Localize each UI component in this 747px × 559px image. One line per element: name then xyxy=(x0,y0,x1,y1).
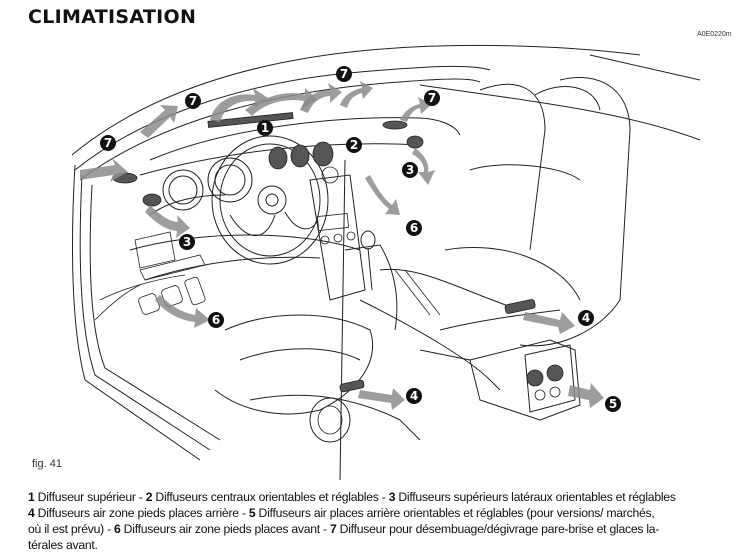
caption-item-number: 4 xyxy=(28,506,35,520)
caption-item-number: 5 xyxy=(248,506,256,520)
caption-item-number: 3 xyxy=(388,490,396,504)
callout-3: 3 xyxy=(402,162,418,178)
airflow-arrow xyxy=(568,383,604,408)
central-vents xyxy=(268,141,334,170)
svg-text:6: 6 xyxy=(410,221,418,235)
caption-item-number: 1 xyxy=(28,490,35,504)
airflow-arrow xyxy=(245,88,318,116)
airflow-arrow xyxy=(300,83,342,113)
airflow-arrow xyxy=(210,88,268,122)
caption-item-number: 6 xyxy=(114,522,121,536)
callout-6: 6 xyxy=(406,220,422,236)
svg-text:3: 3 xyxy=(183,235,191,249)
front-passenger-seat xyxy=(419,54,701,347)
svg-text:2: 2 xyxy=(350,138,358,152)
caption-item-text: Diffuseurs centraux orientables et régla… xyxy=(152,490,389,504)
caption-line: où il est prévu) - 6 Diffuseurs air zone… xyxy=(28,521,740,537)
airflow-arrow xyxy=(80,158,128,182)
callout-7: 7 xyxy=(185,93,201,109)
caption-line: térales avant. xyxy=(28,537,740,553)
side-vent-left xyxy=(142,193,162,207)
callout-4: 4 xyxy=(578,310,594,326)
svg-text:1: 1 xyxy=(261,121,269,135)
svg-text:5: 5 xyxy=(609,397,617,411)
callout-7: 7 xyxy=(100,135,116,151)
callout-7: 7 xyxy=(424,90,440,106)
airflow-arrow xyxy=(523,312,575,334)
svg-text:7: 7 xyxy=(428,91,436,105)
callout-6: 6 xyxy=(208,312,224,328)
svg-text:6: 6 xyxy=(212,313,220,327)
caption-item-text: Diffuseurs supérieurs latéraux orientabl… xyxy=(395,490,676,504)
dashboard-lines xyxy=(129,117,461,281)
caption-item-text: Diffuseur pour désembuage/dégivrage pare… xyxy=(336,522,660,536)
svg-text:4: 4 xyxy=(582,311,590,325)
caption-item-number: 7 xyxy=(330,522,337,536)
driver-seat xyxy=(214,159,421,480)
rear-console xyxy=(339,299,581,421)
side-vent-right xyxy=(406,135,424,149)
caption-line: 1 Diffuseur supérieur - 2 Diffuseurs cen… xyxy=(28,489,740,505)
caption-item-text: Diffuseurs air zone pieds places arrière… xyxy=(34,506,249,520)
airflow-arrow xyxy=(140,105,178,138)
svg-text:7: 7 xyxy=(104,136,112,150)
airflow-arrow xyxy=(400,97,432,122)
upper-diffuser-vent xyxy=(207,112,294,128)
page-title: CLIMATISATION xyxy=(28,6,197,28)
airflow-arrow xyxy=(155,295,210,328)
demist-vent-right xyxy=(382,120,408,130)
svg-text:7: 7 xyxy=(189,94,197,108)
caption-item-text: Diffuseurs air places arrière orientable… xyxy=(255,506,655,520)
svg-text:4: 4 xyxy=(410,389,418,403)
center-console xyxy=(309,166,521,391)
figure-label: fig. 41 xyxy=(32,458,62,470)
caption-item-text: où il est prévu) - xyxy=(28,522,115,536)
callout-2: 2 xyxy=(346,137,362,153)
svg-text:7: 7 xyxy=(340,67,348,81)
svg-text:3: 3 xyxy=(406,163,414,177)
caption-item-text: Diffuseur supérieur - xyxy=(34,490,146,504)
callout-4: 4 xyxy=(406,388,422,404)
caption-item-number: 2 xyxy=(145,490,153,504)
airflow-arrow xyxy=(358,388,405,410)
car-interior-diagram: 7 7 7 7 1 2 3 3 6 6 4 4 5 xyxy=(71,44,701,480)
callout-7: 7 xyxy=(336,66,352,82)
figure-code: A0E0220m xyxy=(697,31,732,38)
caption-line: 4 Diffuseurs air zone pieds places arriè… xyxy=(28,505,740,521)
callout-3: 3 xyxy=(179,234,195,250)
airflow-arrow xyxy=(412,148,435,185)
caption-item-text: térales avant. xyxy=(28,538,98,552)
steering-wheel xyxy=(211,135,329,265)
figure-caption: 1 Diffuseur supérieur - 2 Diffuseurs cen… xyxy=(28,489,740,553)
callout-5: 5 xyxy=(605,396,621,412)
airflow-arrow xyxy=(365,175,400,215)
airflow-arrows xyxy=(80,81,604,410)
airflow-arrow xyxy=(145,205,190,238)
airflow-arrow xyxy=(340,81,373,108)
caption-item-text: Diffuseurs air zone pieds places avant - xyxy=(120,522,330,536)
callout-1: 1 xyxy=(257,120,273,136)
door-frame-lines xyxy=(71,44,641,461)
